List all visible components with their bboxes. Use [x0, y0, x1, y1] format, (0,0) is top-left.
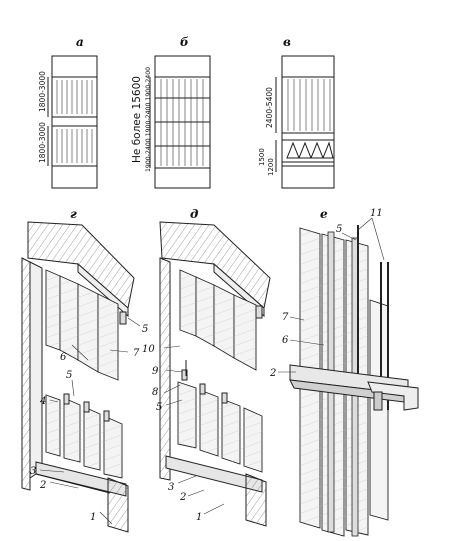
callout-9-d: 9: [152, 366, 159, 377]
label-e: е: [320, 207, 328, 221]
callout-1-g: 1: [90, 512, 96, 523]
callout-5-d: 5: [156, 402, 162, 413]
dim-v-mid: 1500: [258, 148, 266, 166]
callout-1-d: 1: [196, 512, 202, 523]
callout-7-g: 7: [133, 348, 140, 359]
label-v: в: [283, 35, 291, 49]
perspective-d: [159, 221, 271, 527]
callout-8-d: 8: [152, 387, 158, 398]
callout-3-g: 3: [30, 466, 36, 477]
dim-a-bottom: 1800-3000: [38, 122, 47, 163]
callout-5b-g: 5: [66, 370, 72, 381]
callout-7-e: 7: [282, 312, 289, 323]
dim-b-max: Не более 15600: [131, 76, 143, 163]
callout-11-e: 11: [370, 208, 383, 219]
callout-2-g: 2: [39, 480, 46, 491]
callout-3-d: 3: [168, 482, 174, 493]
callout-6-e: 6: [282, 335, 289, 346]
dim-v-top: 2400-5400: [265, 87, 274, 128]
label-g: г: [70, 207, 77, 221]
callout-5-e: 5: [336, 224, 342, 235]
callout-6-g: 6: [60, 352, 67, 363]
dim-b-sections: 1900-2400 1900-2400 1900-2400: [145, 67, 152, 172]
callout-2-e: 2: [269, 368, 276, 379]
perspective-g: [21, 221, 135, 533]
label-d: д: [190, 207, 198, 221]
callout-2-d: 2: [179, 492, 186, 503]
elevation-b: б Не более 15600 1900-2400 1900-2400 190…: [131, 35, 211, 189]
dim-v-bottom: 1200: [267, 158, 275, 176]
elevation-a: а 1800-3000 1800-3000: [38, 35, 98, 189]
elevation-v: в 2400-5400 1500 1200: [258, 35, 335, 189]
label-b: б: [180, 35, 189, 49]
callout-5-g: 5: [142, 324, 148, 335]
callout-10-d: 10: [142, 344, 155, 355]
dim-a-top: 1800-3000: [38, 71, 47, 112]
callout-4-g: 4: [39, 396, 46, 407]
perspective-e: [289, 225, 419, 537]
label-a: а: [76, 35, 84, 49]
callouts: 5 7 6 5 4 3 2 1 10 9 8 5 3 2 1 11 5 7 6 …: [30, 208, 385, 525]
